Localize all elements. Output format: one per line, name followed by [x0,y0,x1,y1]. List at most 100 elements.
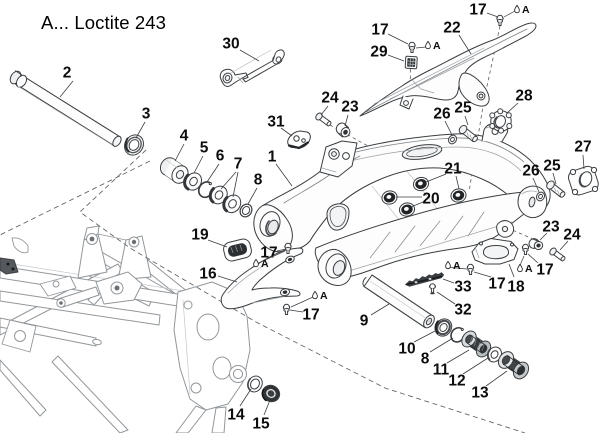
leader-line-29 [387,54,405,62]
part-callout-17: 17 [371,22,388,39]
part-7-bearings [208,185,242,214]
part-callout-11: 11 [433,362,450,379]
part-callout-1: 1 [268,149,277,166]
leader-line-27 [582,154,585,170]
part-callout-30: 30 [222,36,239,53]
leader-line-23 [539,232,548,241]
part-1-swingarm [253,122,551,286]
part-callout-20: 20 [422,191,439,208]
leader-line-7 [232,171,239,198]
part-callout-10: 10 [398,341,415,358]
loctite-drop-icon [517,263,523,273]
part-callout-2: 2 [63,65,72,82]
screw-17-a [496,14,504,26]
leader-line-13 [485,370,508,387]
leader-line-20 [410,201,424,208]
loctite-flag-letter: A [453,260,461,272]
leader-line-31 [280,127,293,137]
part-callout-26: 26 [522,163,540,180]
leader-line-26 [444,120,453,136]
screw-17-f [521,243,530,255]
loctite-drop-icon [514,4,520,14]
leader-line-21 [455,175,460,190]
part-callout-27: 27 [574,139,591,156]
part-24-bolt-right [549,247,566,262]
loctite-drop-icon [425,40,431,50]
part-callout-24: 24 [563,227,581,244]
screw-17-e [466,263,475,275]
part-24-bolt-top [315,112,332,127]
leader-line-6 [206,163,220,183]
part-callout-4: 4 [180,128,189,145]
swingarm-grommets [381,176,467,217]
motorcycle-frame-drawing [0,169,449,433]
leader-line-19 [207,239,228,248]
leader-line-14 [239,388,252,407]
leader-line-3 [135,121,146,139]
leader-line-5 [193,155,204,174]
leader-line-17 [276,248,287,252]
leader-line-33 [442,278,455,284]
part-19-pad [223,238,252,262]
cutaway-boundary-dashes [0,149,526,433]
part-callout-7: 7 [234,156,243,173]
leader-line-12 [462,357,489,375]
part-12-ring [487,346,502,363]
part-28-eccentric-plate [489,108,513,134]
part-8-washer-upper [239,203,253,218]
part-callout-28: 28 [515,88,533,105]
part-13-bushing [497,351,530,380]
leader-line-24 [559,240,569,251]
screw-17-b [408,41,416,53]
part-25-bolt-right [546,180,566,198]
loctite-drop-icon [312,290,318,300]
part-callout-29: 29 [370,44,388,61]
part-26-washer-left [447,134,458,145]
leader-line-16 [217,275,238,283]
leader-line-1 [275,163,293,187]
part-callout-9: 9 [360,313,369,330]
part-33-wear-strip [405,272,444,287]
screw-17-c [284,242,292,254]
part-callout-8: 8 [421,351,430,368]
part-callout-33: 33 [454,279,472,296]
loctite-flag-letter: A [320,290,328,302]
part-15-bushing [261,384,281,403]
leader-line-28 [506,102,519,114]
part-17-screws [282,14,530,315]
part-9-pin [362,274,435,329]
leader-line-32 [436,291,456,305]
part-callout-23: 23 [341,99,359,116]
part-callout-23: 23 [542,219,560,236]
part-callout-8: 8 [254,172,263,189]
part-callout-25: 25 [454,100,472,117]
part-callout-15: 15 [252,416,270,433]
part-callout-17: 17 [260,245,277,262]
part-callout-25: 25 [543,158,561,175]
loctite-drop-icon [253,258,259,268]
part-25-bolt-left [458,124,478,143]
leader-line-4 [174,143,185,162]
part-callout-31: 31 [267,114,285,131]
leader-line-17 [486,12,499,18]
part-callout-13: 13 [471,385,489,402]
loctite-flag-tail-3 [290,296,314,308]
part-callout-6: 6 [216,148,225,165]
leader-line-26 [532,177,540,193]
leader-line-17 [387,33,409,45]
leader-line-18 [508,263,515,278]
part-3-ring [124,134,144,156]
loctite-flag-letter: A [433,40,441,52]
part-16-chain-slider [220,247,304,310]
part-callout-18: 18 [507,279,525,296]
leader-line-23 [344,114,349,127]
leader-line-17 [289,309,304,313]
leader-line-25 [552,172,557,185]
part-callout-19: 19 [191,227,209,244]
loctite-flag-letter: A [522,4,530,16]
leader-line-10 [413,329,438,343]
leader-line-17 [473,271,492,278]
screw-17-d [282,303,291,315]
loctite-flag-tail-1 [415,46,427,49]
